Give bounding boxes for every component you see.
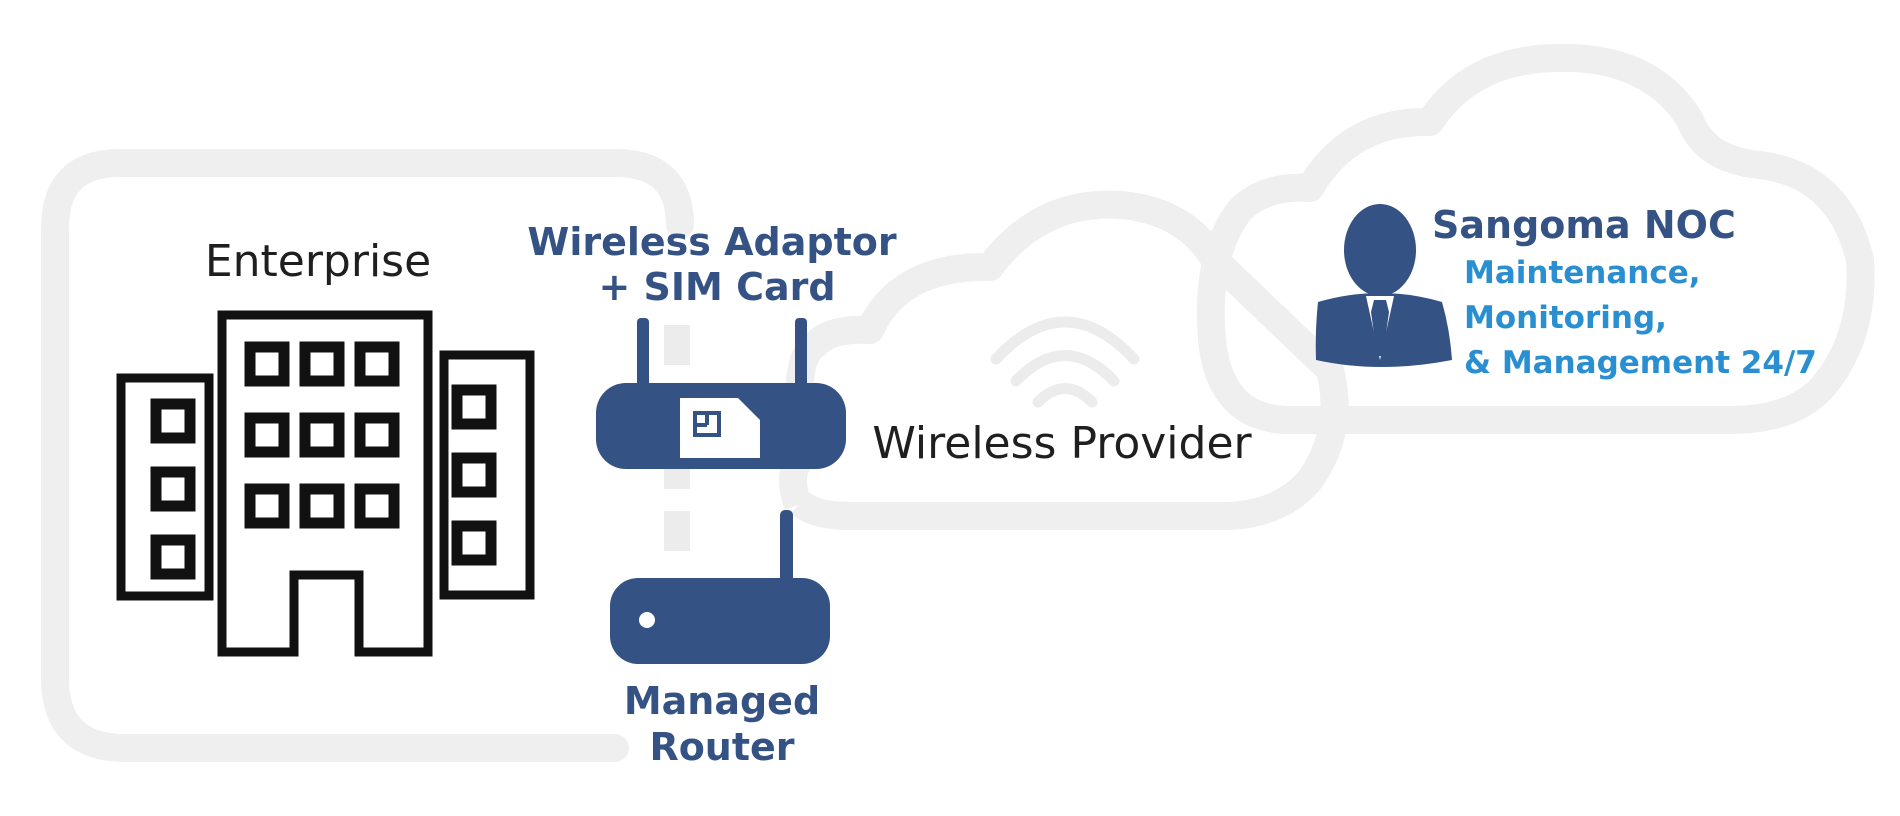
noc-line2: Monitoring, <box>1464 300 1667 336</box>
adaptor-label-line1: Wireless Adaptor <box>527 220 896 264</box>
enterprise-label: Enterprise <box>205 236 431 287</box>
noc-line1: Maintenance, <box>1464 255 1701 291</box>
router-label-line1: Managed <box>624 679 820 723</box>
wifi-signal-icon <box>990 316 1140 408</box>
provider-label: Wireless Provider <box>872 418 1252 469</box>
noc-title: Sangoma NOC <box>1432 203 1736 247</box>
noc-cloud <box>1196 43 1875 434</box>
enterprise-building-icon <box>116 310 535 657</box>
sim-card-icon <box>680 398 760 458</box>
enterprise-boundary <box>41 149 694 762</box>
adaptor-label-line2: + SIM Card <box>598 265 835 309</box>
noc-person-icon <box>1315 204 1452 367</box>
managed-router-icon <box>610 510 830 664</box>
building-windows <box>150 341 497 580</box>
router-label-line2: Router <box>649 725 794 769</box>
noc-line3: & Management 24/7 <box>1464 345 1817 381</box>
